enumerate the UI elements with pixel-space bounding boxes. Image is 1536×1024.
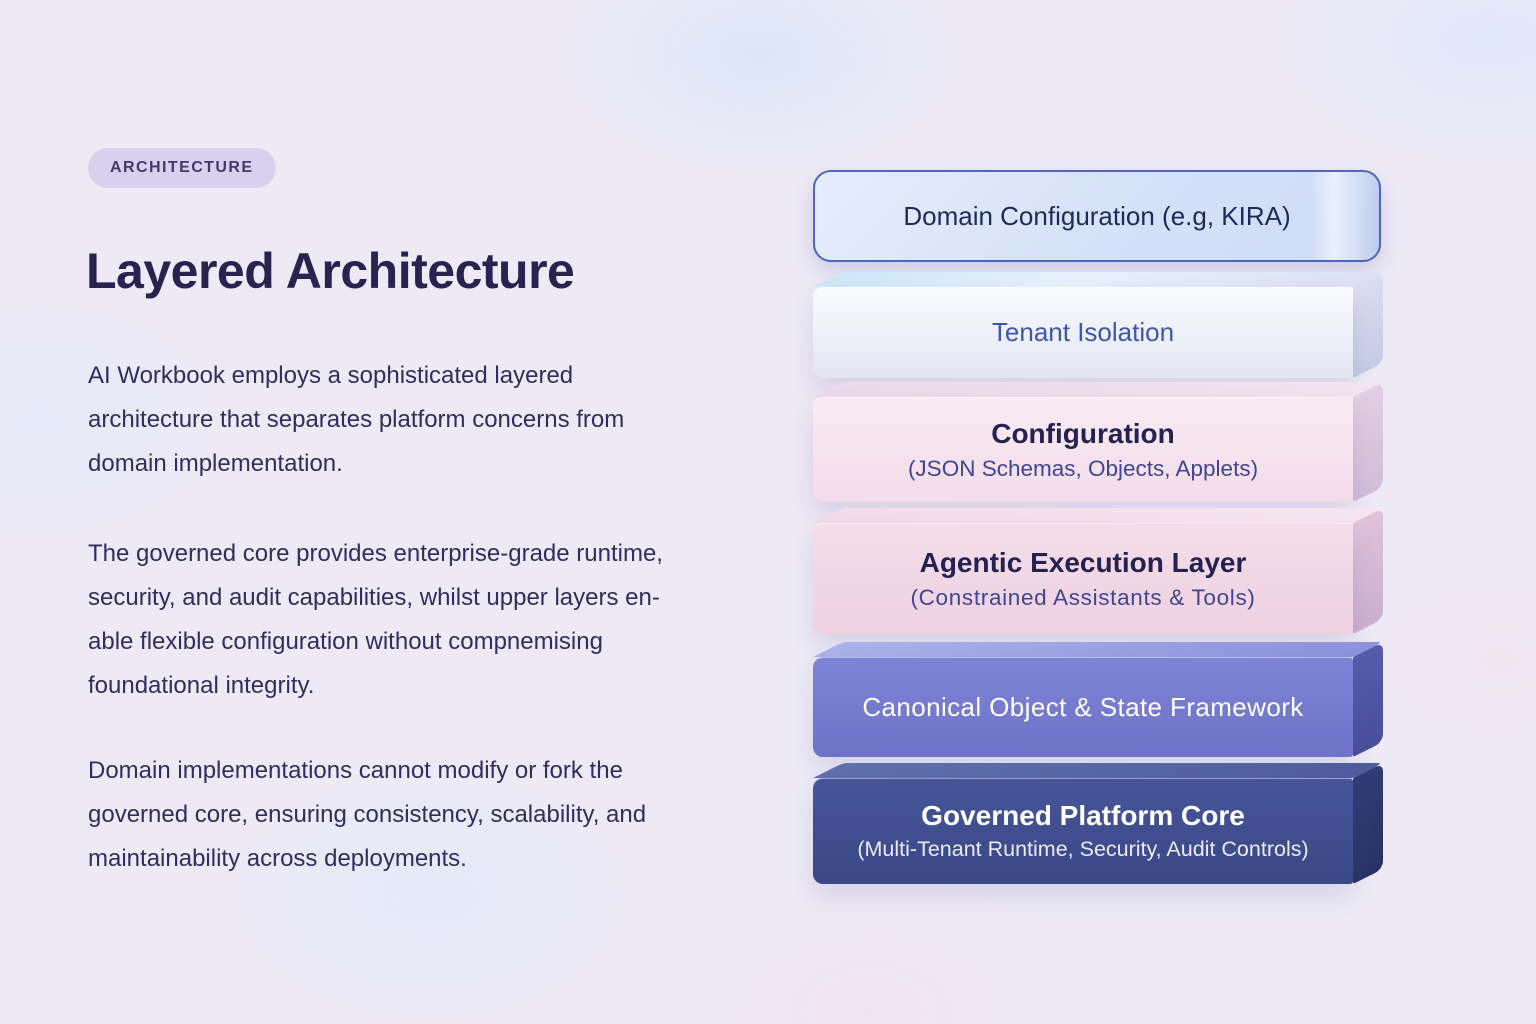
paragraph-line: Domain implementations cannot modify or … [88,757,623,784]
slab-front-face: Governed Platform Core (Multi-Tenant Run… [813,778,1353,884]
paragraph-line: architecture that separates platform con… [88,406,625,433]
slab-front-face: Configuration (JSON Schemas, Objects, Ap… [813,397,1353,502]
paragraph-line: foundational integrity. [88,672,315,699]
layer-label: Governed Platform Core [921,800,1245,831]
layer-label: Tenant Isolation [991,317,1175,347]
slab-side-face [1353,507,1383,634]
layer-sublabel: (Constrained Assistants & Tools) [910,584,1256,610]
layer-sublabel: (Multi-Tenant Runtime, Security, Audit C… [857,837,1309,861]
layer-label: Domain Configuration (e.g, KIRA) [903,200,1291,231]
layer-configuration: Configuration (JSON Schemas, Objects, Ap… [813,381,1383,502]
layer-tenant-isolation: Tenant Isolation [813,271,1383,378]
paragraph-line: governed core, ensuring consistency, sca… [88,801,647,828]
layer-canonical-object-state-framework: Canonical Object & State Framework [813,641,1383,757]
slab-front-face: Tenant Isolation [813,287,1353,378]
paragraph-line: domain implementation. [88,450,343,477]
slab-side-face [1353,762,1383,884]
layer-governed-platform-core: Governed Platform Core (Multi-Tenant Run… [813,762,1383,884]
layer-domain-configuration: Domain Configuration (e.g, KIRA) [813,170,1381,262]
slab-top-face [813,382,1383,397]
layer-label: Configuration [991,417,1175,449]
paragraph-line: AI Workbook employs a sophisticated laye… [88,362,574,389]
paragraph-intro: AI Workbook employs a sophisticated laye… [88,354,778,486]
slab-side-face [1353,641,1383,757]
slab-top-face [813,272,1383,287]
layer-label: Agentic Execution Layer [919,546,1247,578]
paragraph-governed-core: The governed core provides enterprise-gr… [88,532,778,708]
layer-label: Canonical Object & State Framework [862,691,1304,722]
slab-side-face [1353,381,1383,502]
slab-front-face: Agentic Execution Layer (Constrained Ass… [813,523,1353,634]
paragraph-domain-implementations: Domain implementations cannot modify or … [88,749,778,881]
slab-top-face [813,508,1383,523]
paragraph-line: security, and audit capabilities, whilst… [88,584,660,611]
paragraph-line: able flexible configuration without comp… [88,628,603,655]
architecture-badge: ARCHITECTURE [88,148,276,188]
slab-top-face [813,642,1383,657]
slab-side-face [1353,271,1383,378]
layer-sublabel: (JSON Schemas, Objects, Applets) [907,455,1259,481]
slab-front-face: Canonical Object & State Framework [813,657,1353,757]
slab-top-face [813,763,1383,778]
paragraph-line: The governed core provides enterprise-gr… [88,540,663,567]
page-title: Layered Architecture [86,242,575,299]
layer-agentic-execution: Agentic Execution Layer (Constrained Ass… [813,507,1383,634]
paragraph-line: maintainability across deployments. [88,845,467,872]
